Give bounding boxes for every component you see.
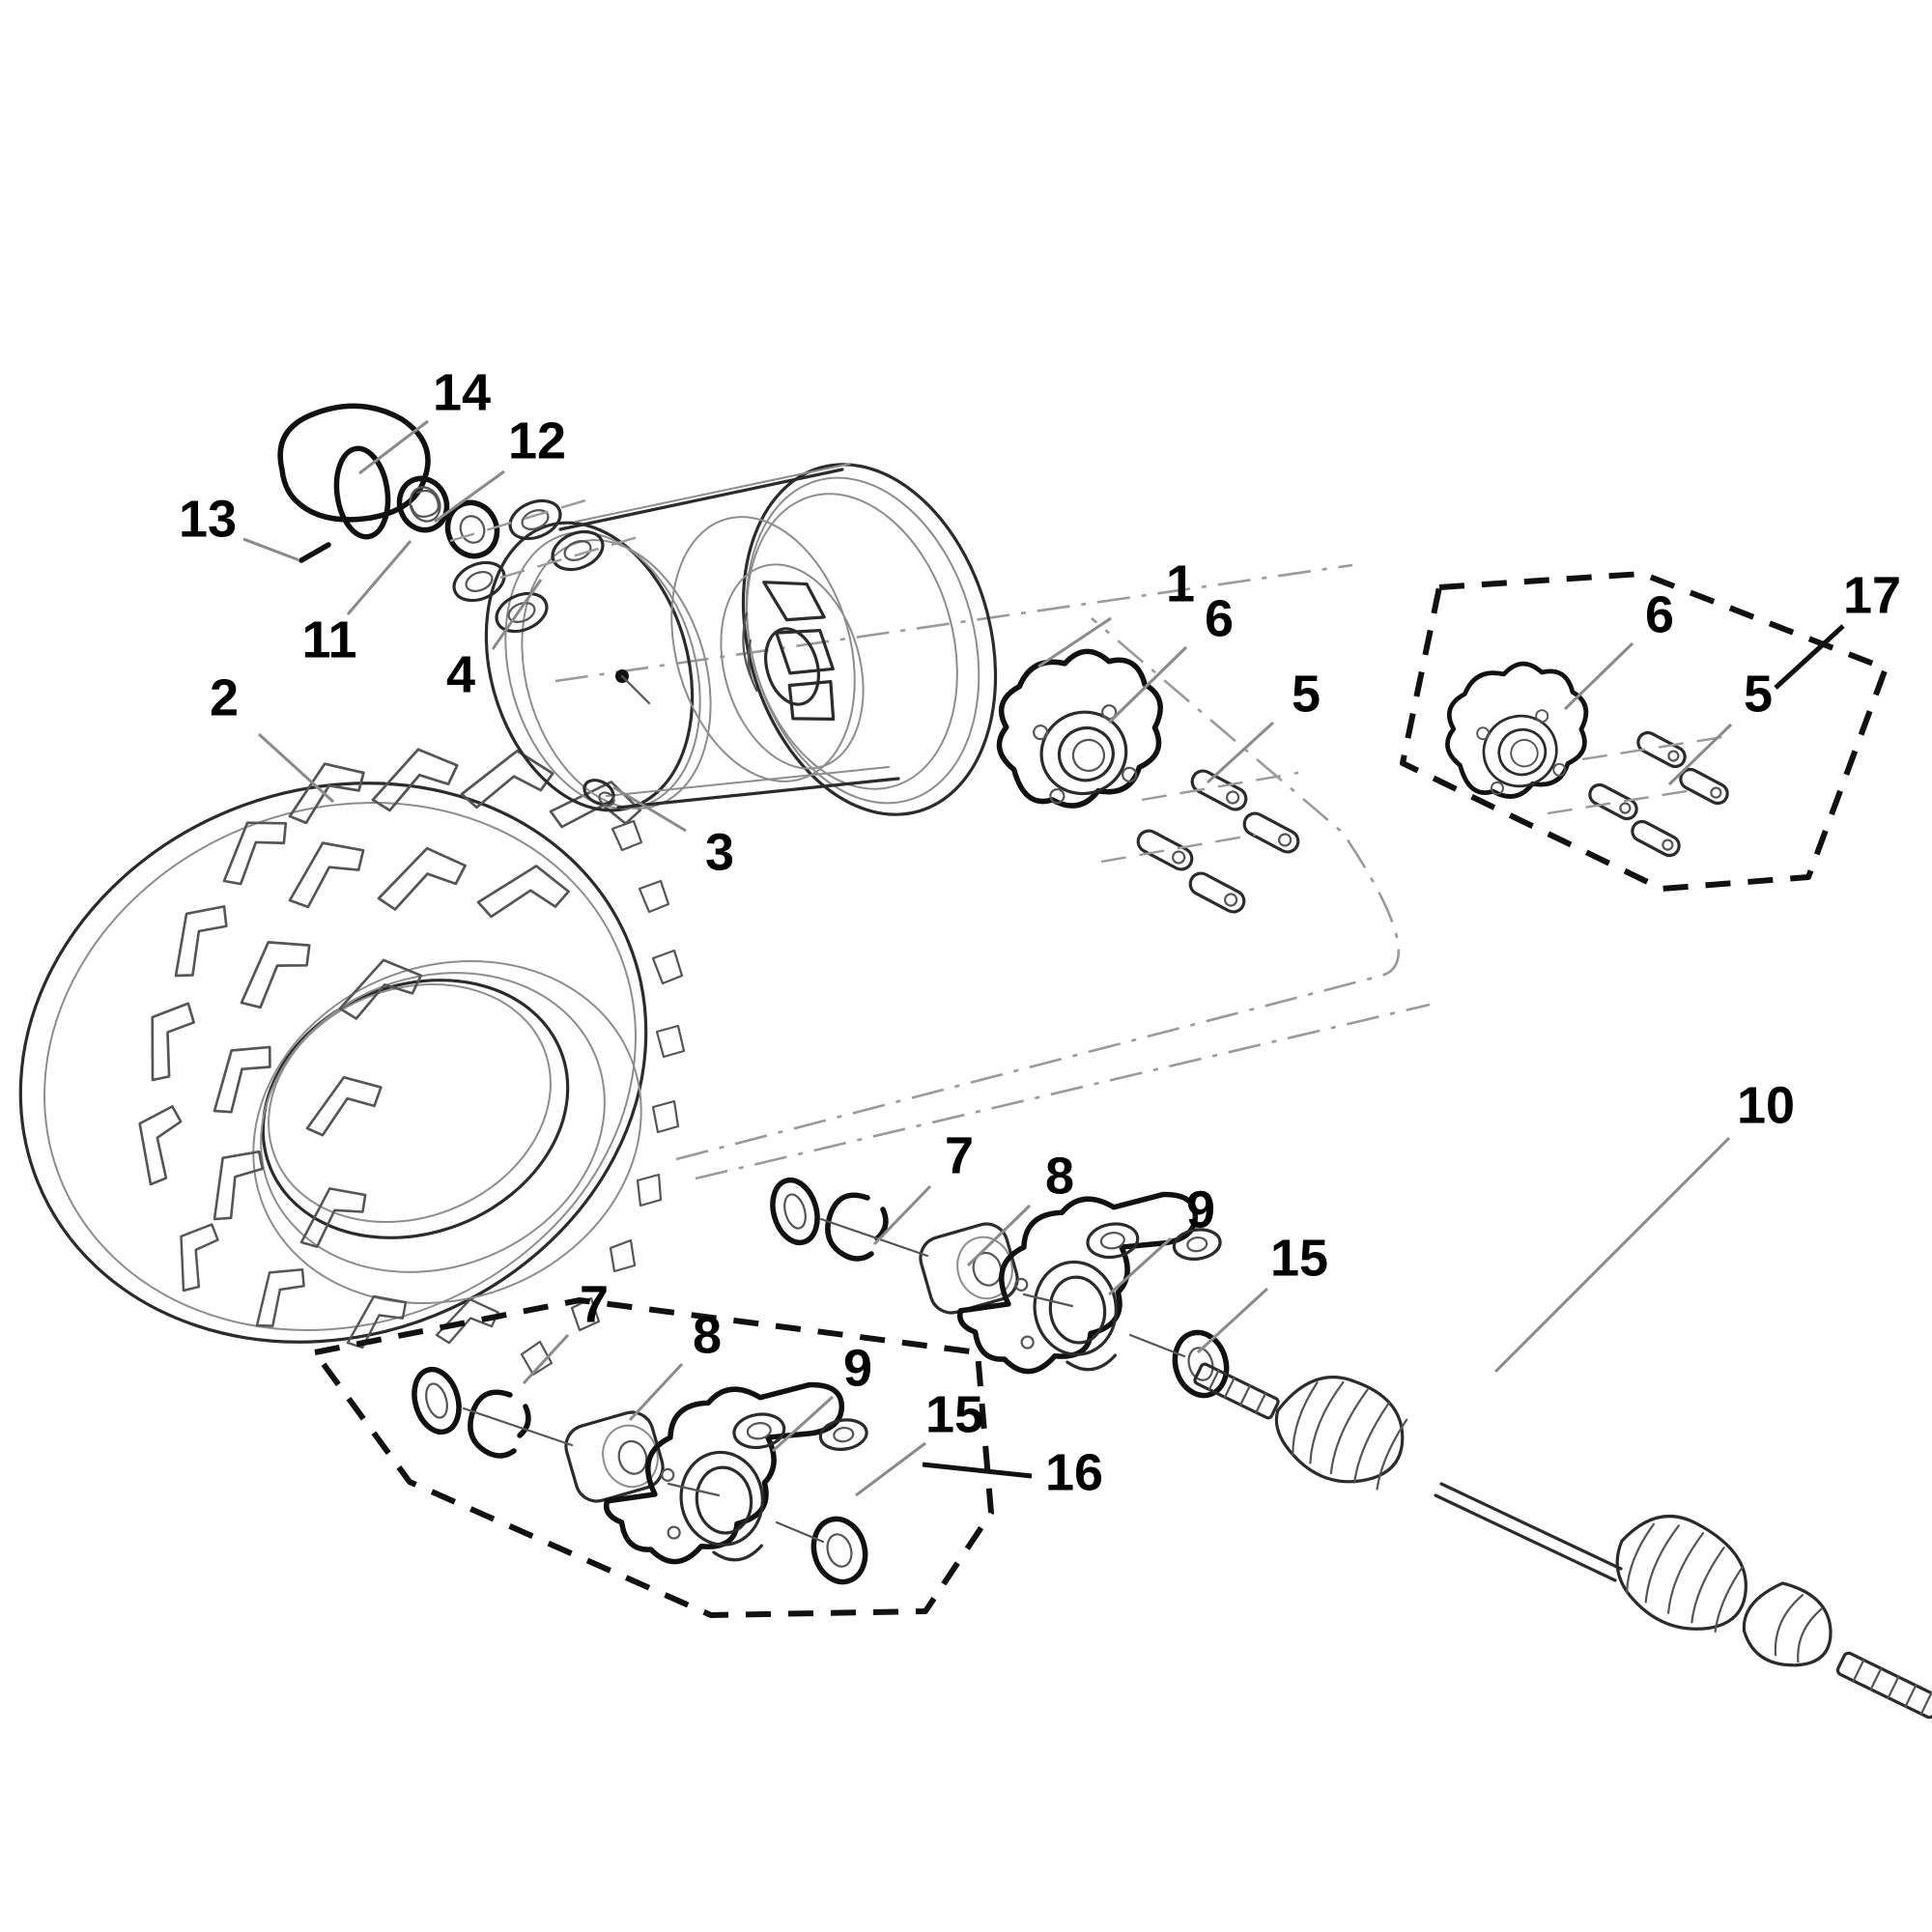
callout-leader — [1493, 1136, 1731, 1374]
callout-leader — [966, 1204, 1032, 1267]
callout-number-1[interactable]: 1 — [1166, 554, 1195, 612]
inset-box16-number-15[interactable]: 15 — [925, 1385, 983, 1443]
part-valve-stem — [582, 779, 615, 807]
callout-leader — [1667, 723, 1733, 786]
callout-number-13[interactable]: 13 — [179, 490, 237, 548]
part-washer — [444, 499, 500, 559]
callout-leader — [1037, 616, 1112, 668]
part-dust-seal-main — [1172, 1329, 1230, 1399]
callout-number-17[interactable]: 17 — [1843, 566, 1901, 624]
callout-leader — [242, 537, 300, 562]
part-wheel-rim — [484, 463, 998, 816]
callout-number-11[interactable]: 11 — [301, 611, 356, 668]
part-front-hub-inset — [1445, 661, 1589, 799]
part-oil-seal-main — [770, 1177, 820, 1246]
callout-leader — [628, 1362, 684, 1422]
inset-box16-number-7[interactable]: 7 — [580, 1275, 609, 1333]
callout-leader — [1206, 721, 1275, 784]
part-wheel-studs-inset — [1547, 730, 1730, 858]
part-oil-seal-inset — [412, 1366, 462, 1435]
callout-number-6[interactable]: 6 — [1205, 589, 1234, 647]
inset-box16-number-9[interactable]: 9 — [843, 1339, 872, 1397]
part-circlip-inset — [468, 1389, 531, 1459]
part-castle-nut — [396, 475, 450, 533]
inset-box17-number-5[interactable]: 5 — [1744, 665, 1773, 723]
callout-number-2[interactable]: 2 — [210, 668, 239, 726]
callout-leader — [257, 732, 335, 804]
inset-box-16 — [312, 1297, 994, 1618]
callout-leader — [434, 469, 505, 524]
callout-number-12[interactable]: 12 — [508, 412, 566, 469]
part-wheel-studs-main — [1100, 769, 1300, 914]
part-steering-knuckle-inset — [604, 1381, 868, 1565]
callout-number-16[interactable]: 16 — [1045, 1443, 1103, 1501]
callout-leader — [358, 419, 429, 475]
callout-number-15[interactable]: 15 — [1270, 1229, 1328, 1287]
inset-box-17 — [1400, 571, 1889, 892]
callout-number-7[interactable]: 7 — [945, 1126, 974, 1184]
callout-leader — [612, 785, 687, 833]
callout-leader — [1563, 641, 1634, 711]
callout-number-5[interactable]: 5 — [1292, 665, 1321, 723]
inset-box16-number-8[interactable]: 8 — [693, 1306, 722, 1364]
callout-leader — [855, 1441, 926, 1497]
callout-number-4[interactable]: 4 — [446, 645, 475, 703]
callout-number-10[interactable]: 10 — [1737, 1076, 1795, 1134]
callout-leader — [771, 1395, 835, 1453]
part-drive-axle — [1193, 1362, 1932, 1719]
callout-number-9[interactable]: 9 — [1186, 1180, 1215, 1238]
callout-leader — [1107, 645, 1188, 724]
part-dust-seal-inset — [810, 1516, 868, 1585]
callout-leader — [1196, 1287, 1269, 1354]
callout-leader — [346, 540, 412, 615]
part-front-hub — [996, 648, 1163, 809]
part-steering-knuckle-main — [957, 1191, 1222, 1375]
centerline-group — [554, 563, 1431, 1180]
callout-leader — [872, 1184, 932, 1246]
callout-number-8[interactable]: 8 — [1045, 1147, 1074, 1205]
inset-box17-number-6[interactable]: 6 — [1645, 585, 1674, 643]
callout-leader — [522, 1333, 570, 1385]
callout-leader — [1774, 624, 1845, 690]
callout-leader — [1107, 1236, 1173, 1296]
part-cotter-pin — [298, 542, 331, 563]
callout-leader — [491, 579, 543, 650]
part-circlip-main — [825, 1192, 889, 1262]
part-wheel-nuts — [449, 498, 639, 634]
part-tire — [18, 748, 686, 1377]
callout-number-3[interactable]: 3 — [705, 823, 734, 881]
callout-leader — [922, 1462, 1033, 1479]
callout-number-14[interactable]: 14 — [433, 363, 491, 421]
